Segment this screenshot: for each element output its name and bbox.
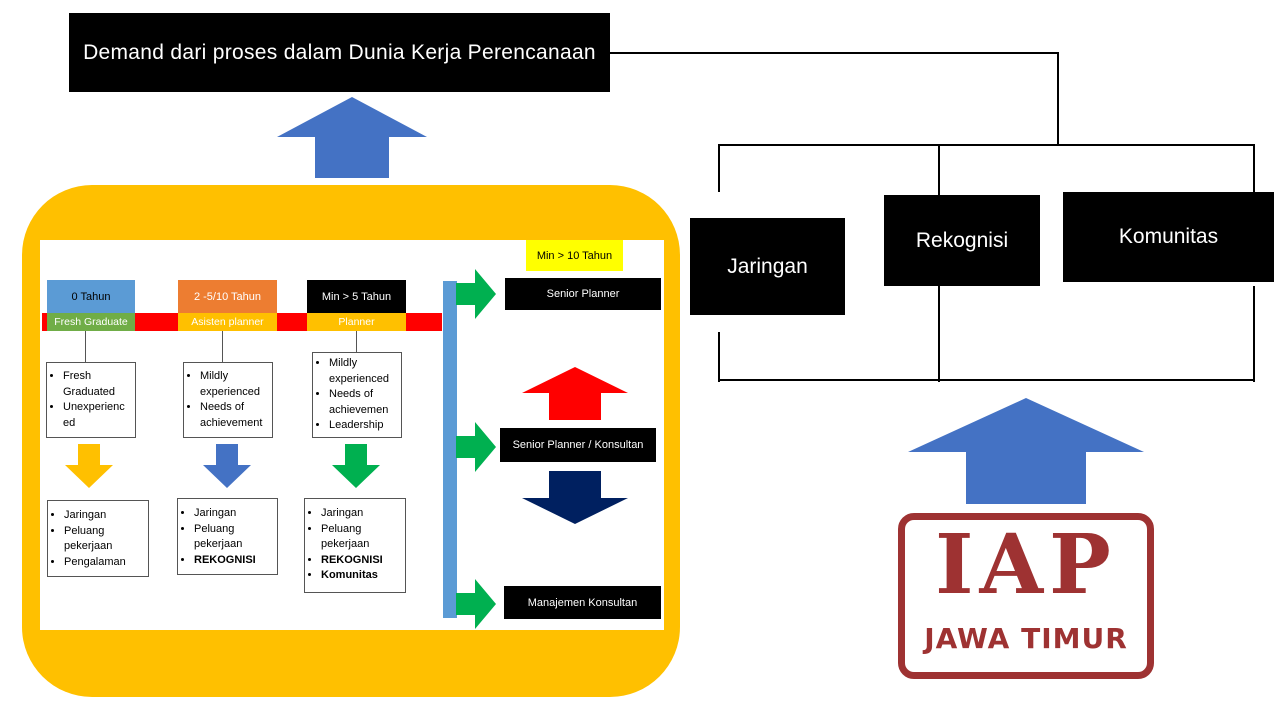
stage-2-needs: Jaringan Peluang pekerjaan REKOGNISI Kom… (304, 498, 406, 593)
up-arrow-title-icon (277, 97, 427, 178)
stage-2-connector (356, 331, 357, 352)
connector-line (1057, 52, 1059, 145)
down-arrow-green-icon (332, 444, 380, 488)
stage-1-connector (222, 331, 223, 362)
senior-years: Min > 10 Tahun (526, 240, 623, 271)
iap-logo-frame (898, 513, 1154, 679)
need-item: Komunitas (321, 568, 405, 584)
jaringan-box: Jaringan (690, 218, 845, 315)
stage-1-years: 2 -5/10 Tahun (178, 280, 277, 313)
need-item: Peluang pekerjaan (194, 522, 277, 553)
need-item: Jaringan (321, 506, 405, 522)
right-arrow-green-icon (456, 422, 496, 472)
stage-1-traits: Mildly experienced Needs of achievement (183, 362, 273, 438)
need-item: Jaringan (194, 506, 277, 522)
stage-1-role: Asisten planner (178, 313, 277, 331)
up-arrow-red-icon (522, 367, 628, 420)
iap-logo-region: JAWA TIMUR (924, 622, 1128, 655)
connector-line (718, 144, 1255, 146)
manager-box: Manajemen Konsultan (504, 586, 661, 619)
trait-item: Mildly experienced (200, 369, 272, 400)
consultant-box: Senior Planner / Konsultan (500, 428, 656, 462)
connector-line (1253, 144, 1255, 192)
trait-item: Fresh Graduated (63, 369, 135, 400)
stage-0-years: 0 Tahun (47, 280, 135, 313)
stage-2-years: Min > 5 Tahun (307, 280, 406, 313)
right-arrow-green-icon (456, 269, 496, 319)
komunitas-box: Komunitas (1063, 192, 1274, 282)
need-item: REKOGNISI (194, 553, 277, 569)
need-item: REKOGNISI (321, 553, 405, 569)
right-arrow-green-icon (456, 579, 496, 629)
demand-title: Demand dari proses dalam Dunia Kerja Per… (69, 13, 610, 92)
connector-line (718, 332, 720, 382)
trait-item: Unexperienc ed (63, 400, 135, 431)
connector-line (1253, 286, 1255, 382)
trait-item: Needs of achievemen (329, 387, 401, 418)
stage-1-needs: Jaringan Peluang pekerjaan REKOGNISI (177, 498, 278, 575)
up-arrow-large-icon (908, 398, 1144, 504)
down-arrow-yellow-icon (65, 444, 113, 488)
connector-line (718, 379, 1255, 381)
down-arrow-blue-icon (203, 444, 251, 488)
need-item: Peluang pekerjaan (321, 522, 405, 553)
career-path-bar (443, 281, 457, 618)
connector-line (938, 286, 940, 382)
trait-item: Needs of achievement (200, 400, 272, 431)
iap-logo-text: IAP (935, 517, 1117, 613)
stage-0-traits: Fresh Graduated Unexperienc ed (46, 362, 136, 438)
need-item: Pengalaman (64, 555, 148, 571)
stage-2-traits: Mildly experienced Needs of achievemen L… (312, 352, 402, 438)
rekognisi-box: Rekognisi (884, 195, 1040, 286)
trait-item: Mildly experienced (329, 356, 401, 387)
trait-item: Leadership (329, 418, 401, 434)
need-item: Jaringan (64, 508, 148, 524)
stage-2-role: Planner (307, 313, 406, 331)
connector-line (718, 144, 720, 192)
connector-line (610, 52, 1059, 54)
stage-0-connector (85, 331, 86, 362)
senior-planner-box: Senior Planner (505, 278, 661, 310)
connector-line (938, 144, 940, 196)
down-arrow-navy-icon (522, 471, 628, 524)
stage-0-role: Fresh Graduate (47, 313, 135, 331)
need-item: Peluang pekerjaan (64, 524, 148, 555)
stage-0-needs: Jaringan Peluang pekerjaan Pengalaman (47, 500, 149, 577)
